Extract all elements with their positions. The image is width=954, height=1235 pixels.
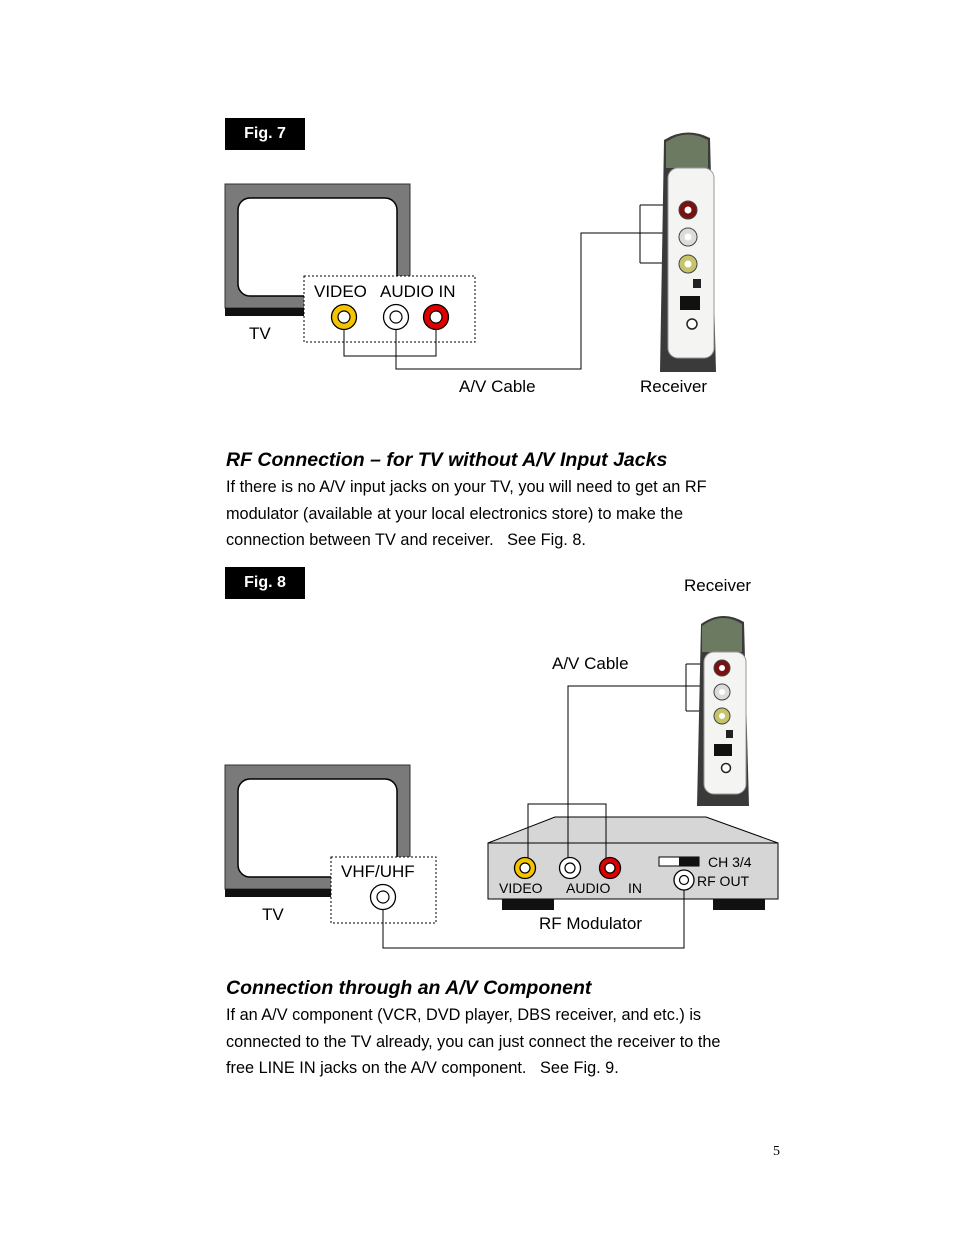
fig7-cable-label: A/V Cable <box>459 377 536 396</box>
av-paragraph-line: If an A/V component (VCR, DVD player, DB… <box>226 1006 702 1024</box>
rf-connection-heading: RF Connection – for TV without A/V Input… <box>226 449 668 471</box>
fig7-audio-right-jack-icon <box>422 303 450 331</box>
av-component-heading: Connection through an A/V Component <box>226 977 592 999</box>
fig8-mod-video-label: VIDEO <box>499 880 543 896</box>
fig8-mod-ch-label: CH 3/4 <box>708 854 752 870</box>
av-component-paragraph: If an A/V component (VCR, DVD player, DB… <box>226 1002 786 1082</box>
fig7-tag: Fig. 7 <box>225 118 305 150</box>
fig8-mod-audio-left-jack-icon <box>558 856 582 880</box>
fig8-receiver-label: Receiver <box>684 576 752 595</box>
fig8-rf-modulator-icon <box>487 816 779 910</box>
rf-paragraph-line: modulator (available at your local elect… <box>226 504 683 523</box>
fig8-rf-cable <box>382 890 685 949</box>
fig8-rf-out-jack-icon <box>673 869 695 891</box>
fig8-vhf-label: VHF/UHF <box>341 862 415 881</box>
fig7-receiver-label: Receiver <box>640 377 708 396</box>
av-paragraph-line: free LINE IN jacks on the A/V component.… <box>226 1059 619 1077</box>
fig7-audio-left-jack-icon <box>382 303 410 331</box>
fig7-video-jack-icon <box>330 303 358 331</box>
fig7-tv-label: TV <box>249 324 271 343</box>
av-paragraph-line: connected to the TV already, you can jus… <box>226 1032 721 1051</box>
rf-paragraph-line: If there is no A/V input jacks on your T… <box>226 478 707 496</box>
fig8-mod-audio-label: AUDIO <box>566 880 611 896</box>
rf-connection-paragraph: If there is no A/V input jacks on your T… <box>226 474 786 554</box>
fig8-receiver-icon <box>697 615 749 806</box>
fig8-mod-in-label: IN <box>628 880 642 896</box>
fig8-mod-audio-right-jack-icon <box>598 856 622 880</box>
fig8-modulator-label: RF Modulator <box>539 914 642 933</box>
fig7-video-label: VIDEO <box>314 282 367 301</box>
fig8-mod-rfout-label: RF OUT <box>697 873 750 889</box>
fig8-cable-label: A/V Cable <box>552 654 629 673</box>
fig8-tv-label: TV <box>262 905 284 924</box>
page-number: 5 <box>773 1144 780 1159</box>
fig8-tag: Fig. 8 <box>225 567 305 599</box>
fig7-receiver-icon <box>660 132 716 372</box>
rf-paragraph-line: connection between TV and receiver. See … <box>226 531 586 549</box>
fig7-audio-in-label: AUDIO IN <box>380 282 456 301</box>
fig8-vhf-jack-icon <box>369 883 397 911</box>
fig8-mod-video-jack-icon <box>513 856 537 880</box>
